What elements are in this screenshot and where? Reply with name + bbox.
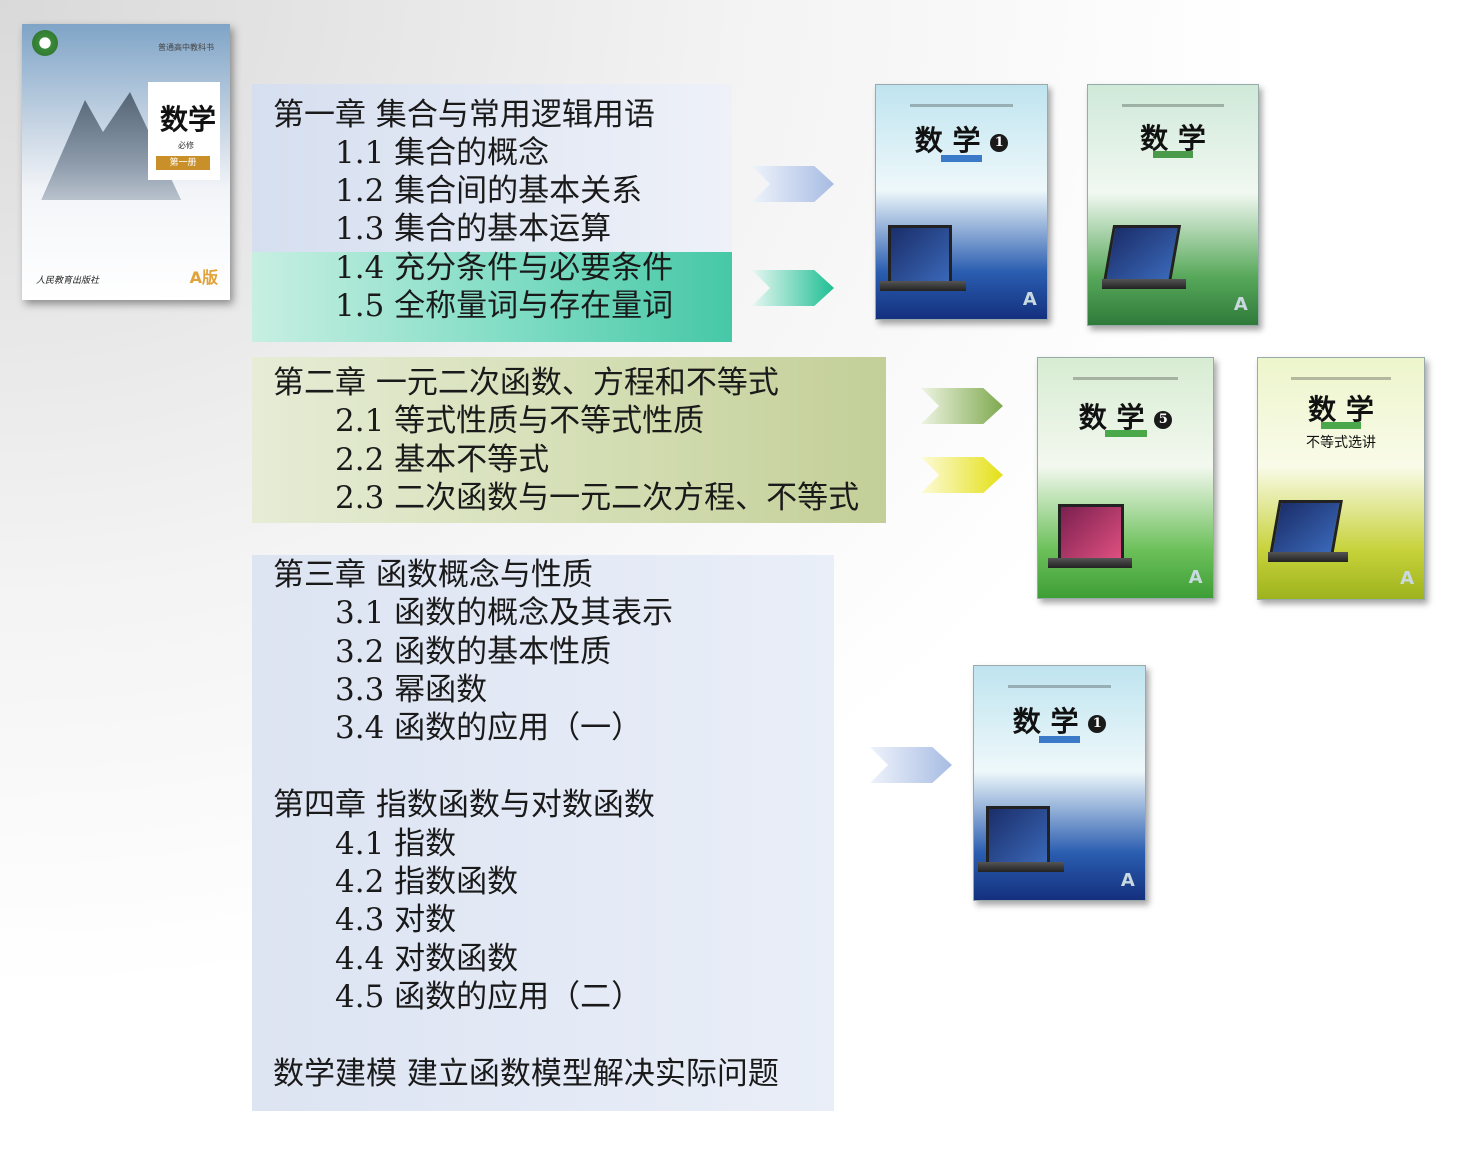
laptop-base xyxy=(1268,552,1348,562)
main-book-subtitle: 必修 xyxy=(178,141,194,150)
chapter4-section: 4.4 对数函数 xyxy=(335,941,519,977)
chapter2-section: 2.2 基本不等式 xyxy=(335,442,550,478)
chapter1-section: 1.2 集合间的基本关系 xyxy=(335,173,643,209)
textbook-cover-3: 数 学 5 A xyxy=(1037,357,1214,599)
book-title: 数 学 5 xyxy=(1038,396,1213,436)
chapter2-panel xyxy=(252,357,886,523)
edition-mark: A xyxy=(1120,869,1135,891)
book-title-text: 数 学 xyxy=(914,124,981,157)
book-title: 数 学 xyxy=(1258,388,1424,428)
chapter4-heading: 第四章 指数函数与对数函数 xyxy=(273,787,655,823)
chapter1-panel-highlight xyxy=(252,252,732,342)
chapter1-panel-top xyxy=(252,84,732,252)
chapter2-section: 2.3 二次函数与一元二次方程、不等式 xyxy=(335,480,860,516)
book-title: 数 学 1 xyxy=(876,119,1047,159)
laptop-icon xyxy=(1269,500,1343,556)
book-title-text: 数 学 xyxy=(1308,393,1374,426)
book-band xyxy=(1038,736,1081,743)
textbook-cover-1: 数 学 1 A xyxy=(875,84,1048,320)
modeling-heading: 数学建模 建立函数模型解决实际问题 xyxy=(273,1056,779,1092)
chapter1-section: 1.1 集合的概念 xyxy=(335,135,550,171)
laptop-icon xyxy=(1058,504,1124,562)
laptop-base xyxy=(880,281,966,291)
chapter1-section: 1.4 充分条件与必要条件 xyxy=(335,250,674,286)
chapter3-section: 3.3 幂函数 xyxy=(335,672,488,708)
snow-image xyxy=(22,200,230,300)
laptop-base xyxy=(1102,279,1186,289)
laptop-base xyxy=(1048,558,1132,568)
laptop-icon xyxy=(888,225,952,285)
book-title-text: 数 学 xyxy=(1140,122,1206,155)
cover-top-line xyxy=(1122,104,1224,108)
main-book-publisher: 人民教育出版社 xyxy=(36,276,100,286)
cover-top-line xyxy=(1008,684,1111,688)
edition-mark: A xyxy=(1400,568,1415,590)
chapter3-heading: 第三章 函数概念与性质 xyxy=(273,557,593,593)
laptop-base xyxy=(978,862,1064,872)
arrow-right-icon xyxy=(921,388,1003,424)
book-band xyxy=(1104,430,1147,437)
textbook-cover-5: 数 学 1 A xyxy=(973,665,1146,901)
arrow-right-icon xyxy=(870,747,952,783)
cover-top-line xyxy=(1073,377,1178,381)
main-book-volume: 第一册 xyxy=(156,156,210,170)
chapter4-section: 4.2 指数函数 xyxy=(335,864,519,900)
main-book-edition-mark: A版 xyxy=(189,268,218,287)
chapter1-section: 1.5 全称量词与存在量词 xyxy=(335,288,674,324)
chapter2-section: 2.1 等式性质与不等式性质 xyxy=(335,403,705,439)
book-volume-badge: 1 xyxy=(1088,714,1107,733)
laptop-icon xyxy=(1102,225,1182,283)
main-book-series-label: 普通高中教科书 xyxy=(158,43,214,52)
edition-mark: A xyxy=(1022,288,1037,310)
textbook-cover-4: 数 学 不等式选讲 A xyxy=(1257,357,1425,600)
textbook-cover-2: 数 学 A xyxy=(1087,84,1259,326)
edition-mark: A xyxy=(1233,294,1248,316)
arrow-right-icon xyxy=(921,457,1003,493)
cover-top-line xyxy=(1291,377,1391,381)
book-title-text: 数 学 xyxy=(1012,705,1079,738)
chapter3-section: 3.2 函数的基本性质 xyxy=(335,634,612,670)
chapter4-section: 4.1 指数 xyxy=(335,826,457,862)
book-title-text: 数 学 xyxy=(1078,401,1145,434)
chapter3-4-panel xyxy=(252,555,834,1111)
chapter4-section: 4.3 对数 xyxy=(335,902,457,938)
book-subtitle: 不等式选讲 xyxy=(1306,435,1376,451)
book-title: 数 学 1 xyxy=(974,700,1145,740)
main-book-title: 数学 xyxy=(159,103,216,136)
edition-mark: A xyxy=(1188,567,1203,589)
book-band xyxy=(1152,151,1194,158)
laptop-icon xyxy=(986,806,1050,866)
book-volume-badge: 1 xyxy=(990,133,1009,152)
chapter3-section: 3.4 函数的应用（一） xyxy=(335,710,643,746)
chapter2-heading: 第二章 一元二次函数、方程和不等式 xyxy=(273,365,779,401)
publisher-logo-icon xyxy=(32,30,58,56)
book-title: 数 学 xyxy=(1088,117,1258,157)
chapter1-heading: 第一章 集合与常用逻辑用语 xyxy=(273,97,655,133)
arrow-right-icon xyxy=(752,270,834,306)
cover-top-line xyxy=(910,103,1013,107)
main-textbook-cover: 普通高中教科书 数学 必修 第一册 人民教育出版社 A版 xyxy=(22,24,230,300)
chapter1-section: 1.3 集合的基本运算 xyxy=(335,211,612,247)
book-volume-badge: 5 xyxy=(1154,410,1173,429)
arrow-right-icon xyxy=(752,166,834,202)
chapter3-section: 3.1 函数的概念及其表示 xyxy=(335,595,674,631)
chapter4-section: 4.5 函数的应用（二） xyxy=(335,979,643,1015)
book-band xyxy=(940,155,983,162)
book-band xyxy=(1321,422,1361,429)
